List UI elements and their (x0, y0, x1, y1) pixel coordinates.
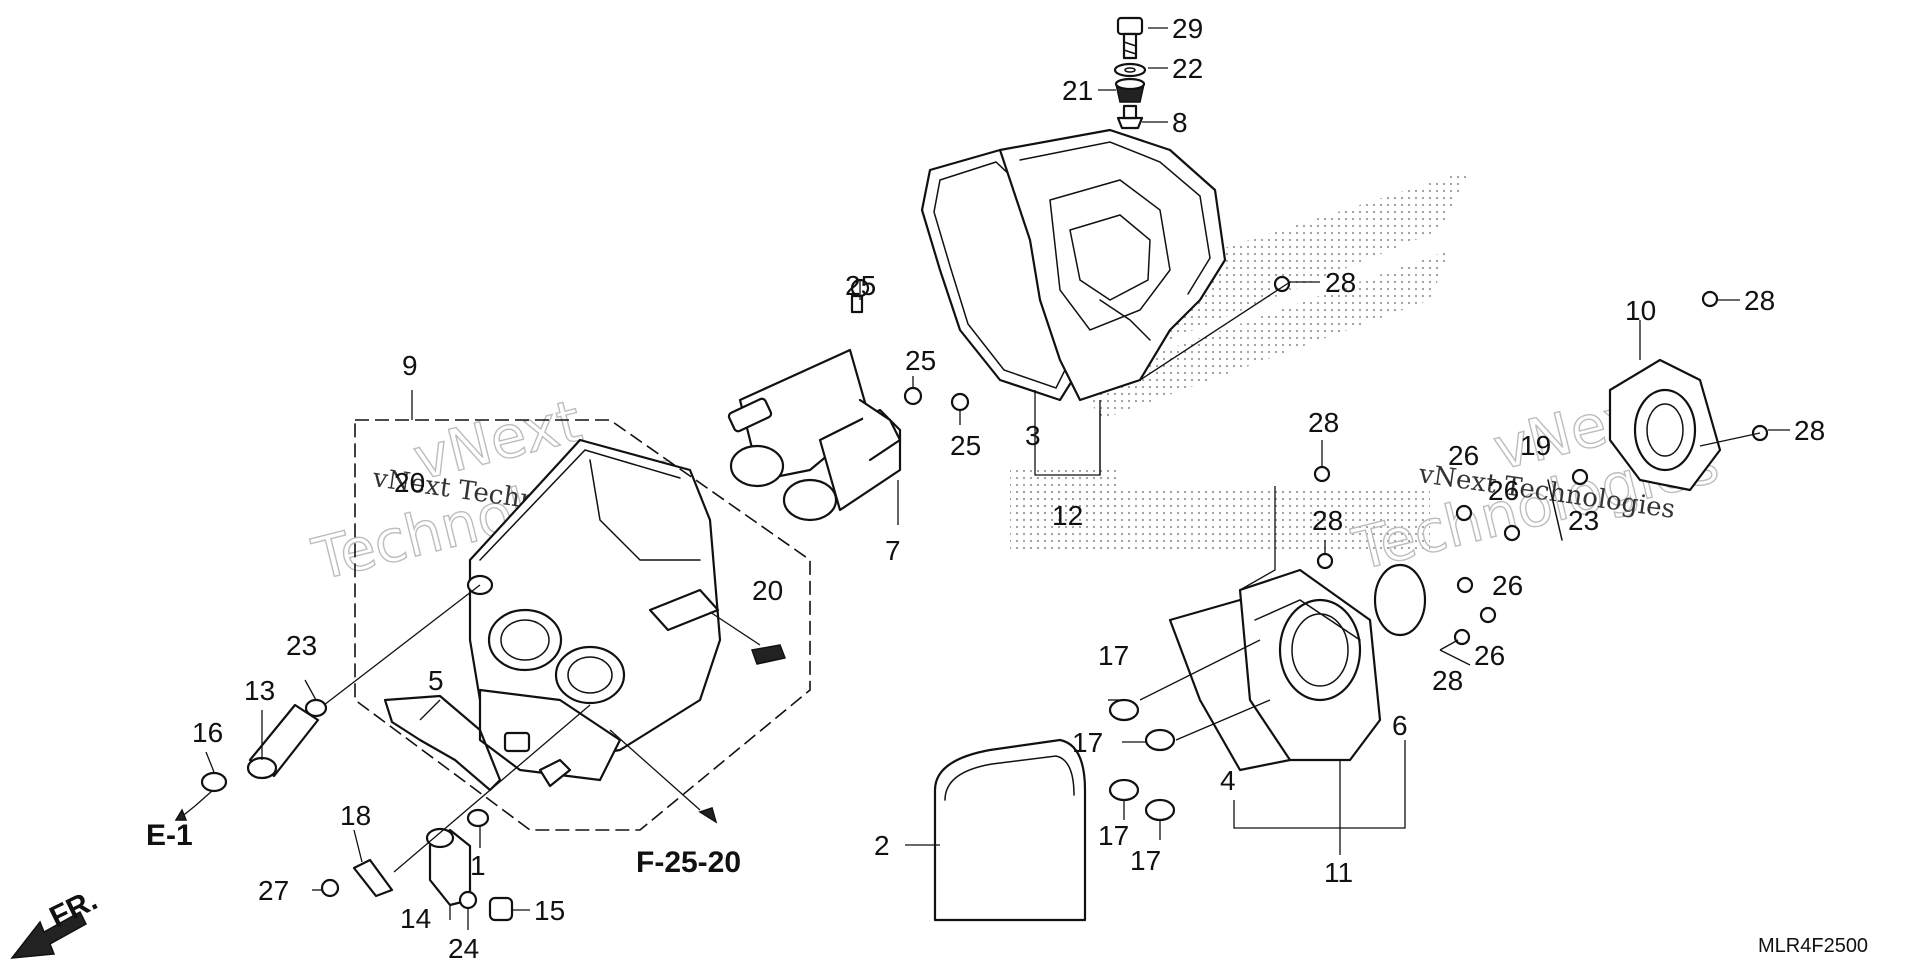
callout-26-a: 26 (1448, 440, 1479, 471)
callout-17-b: 17 (1072, 727, 1103, 758)
callout-18: 18 (340, 800, 371, 831)
part-bolt-25-b (903, 386, 923, 406)
callout-24: 24 (448, 933, 479, 960)
part-filter-2 (933, 738, 1087, 922)
callout-10: 10 (1625, 295, 1656, 326)
callout-3: 3 (1025, 420, 1041, 451)
callout-6: 6 (1392, 710, 1408, 741)
callout-13: 13 (244, 675, 275, 706)
part-oring-6 (1373, 563, 1427, 637)
part-tube-13 (246, 703, 320, 780)
callout-21: 21 (1062, 75, 1093, 106)
callout-2: 2 (874, 830, 890, 861)
callout-23-b: 23 (1568, 505, 1599, 536)
callout-26-b: 26 (1488, 475, 1519, 506)
callout-17-c: 17 (1098, 820, 1129, 851)
callout-25-a: 25 (845, 270, 876, 301)
ref-f2520-arrow (698, 807, 718, 824)
callout-28-b: 28 (1744, 285, 1775, 316)
part-clip-16 (200, 771, 228, 793)
callout-16: 16 (192, 717, 223, 748)
callout-17-a: 17 (1098, 640, 1129, 671)
callout-28-c: 28 (1794, 415, 1825, 446)
callout-12: 12 (1052, 500, 1083, 531)
callout-28-a: 28 (1325, 267, 1356, 298)
ref-label-f2520: F-25-20 (636, 846, 741, 879)
part-bolt-24 (458, 890, 478, 910)
part-bolt-29 (1116, 16, 1144, 60)
small-bolts (1273, 275, 1769, 646)
callout-23-a: 23 (286, 630, 317, 661)
part-plug-15 (488, 896, 514, 922)
part-clip-1 (466, 808, 490, 828)
diagram-code: MLR4F2500 (1758, 935, 1868, 957)
front-arrow: FR. (10, 883, 103, 959)
part-cover-10 (1608, 358, 1722, 492)
callout-11: 11 (1324, 857, 1353, 888)
part-washer-22 (1113, 62, 1147, 78)
callout-5: 5 (428, 665, 444, 696)
callout-17-d: 17 (1130, 845, 1161, 876)
callout-7: 7 (885, 535, 901, 566)
callout-14: 14 (400, 903, 431, 934)
part-bolt-25-c (950, 392, 970, 412)
callout-1: 1 (470, 850, 486, 881)
part-bracket-18 (352, 858, 394, 898)
part-collar-8 (1116, 104, 1144, 130)
part-collar-17-b (1144, 728, 1176, 752)
callout-28-f: 28 (1432, 665, 1463, 696)
callout-26-d: 26 (1474, 640, 1505, 671)
part-pad-20 (750, 644, 787, 665)
callout-22: 22 (1172, 53, 1203, 84)
callout-20-b: 20 (752, 575, 783, 606)
part-lower-case-11 (1238, 568, 1382, 762)
callout-26-c: 26 (1492, 570, 1523, 601)
part-housing-9 (466, 438, 722, 788)
callout-28-e: 28 (1312, 505, 1343, 536)
leader-lines (194, 27, 1790, 930)
callout-9: 9 (402, 350, 418, 381)
part-bolt-27 (320, 878, 340, 898)
part-clamp-23 (304, 698, 328, 718)
callout-15: 15 (534, 895, 565, 926)
part-collar-17-d (1144, 798, 1176, 822)
callout-27: 27 (258, 875, 289, 906)
callout-labels: 29 22 21 8 25 25 25 28 28 28 28 28 28 9 … (192, 13, 1825, 960)
callout-28-d: 28 (1308, 407, 1339, 438)
callout-29: 29 (1172, 13, 1203, 44)
part-upper-case-12 (998, 128, 1227, 402)
callout-19: 19 (1520, 430, 1551, 461)
ref-label-e1: E-1 (146, 819, 193, 852)
ref-e1-arrow (174, 805, 196, 821)
callout-25-b: 25 (905, 345, 936, 376)
callout-8: 8 (1172, 107, 1188, 138)
part-duct-7 (727, 348, 902, 522)
callout-25-c: 25 (950, 430, 981, 461)
part-collar-17-c (1108, 778, 1140, 802)
group-outline-9 (354, 419, 811, 831)
part-grommet-21 (1114, 77, 1146, 103)
callout-20-a: 20 (394, 467, 425, 498)
part-collar-17-a (1108, 698, 1140, 722)
callout-4: 4 (1220, 765, 1236, 796)
